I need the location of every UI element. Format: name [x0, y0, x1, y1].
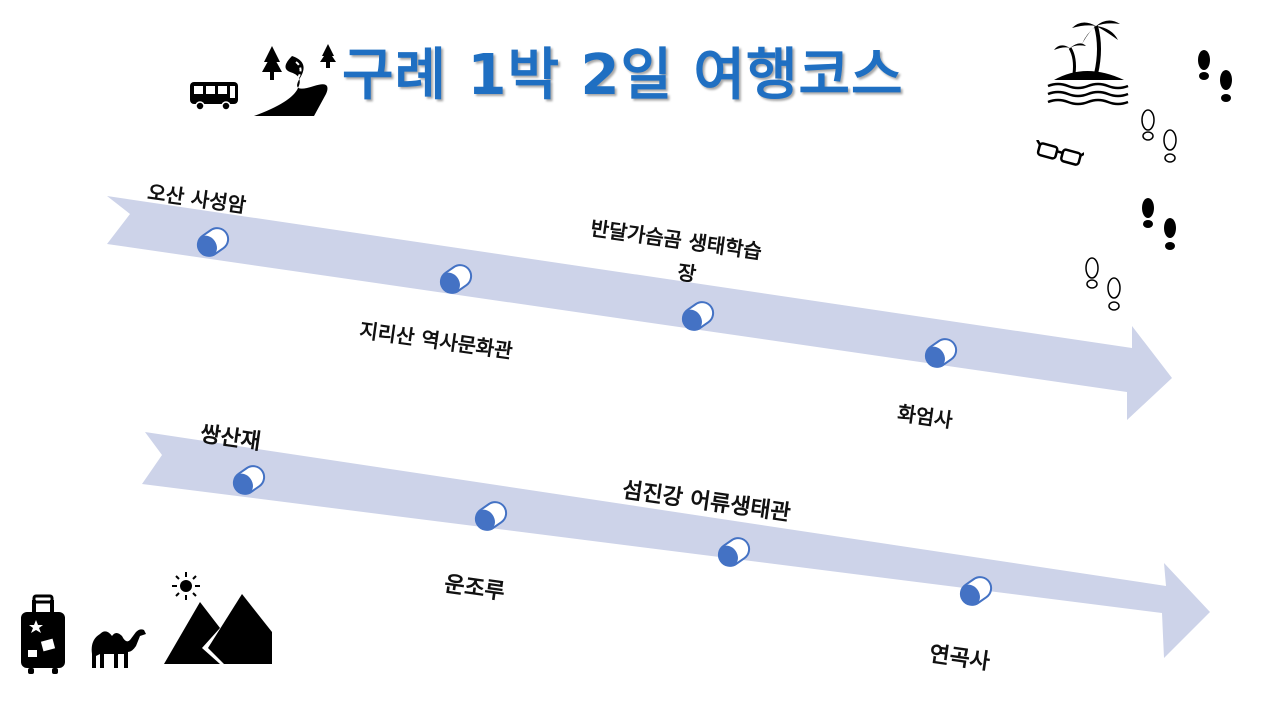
day2-node-3 [717, 537, 751, 567]
day2-node-1 [232, 465, 266, 495]
camel-icon [91, 629, 146, 668]
day1-arrow [107, 196, 1172, 420]
page-title: 구례 1박 2일 여행코스 [342, 43, 904, 108]
day1-node-3 [681, 301, 715, 331]
luggage-icon [21, 594, 65, 674]
footprints-icon [1085, 257, 1121, 311]
glasses-icon [1036, 140, 1084, 166]
day2-arrow [142, 432, 1210, 658]
mountain-icon [164, 594, 272, 664]
footprints-icon [1142, 198, 1176, 250]
day1-node-1 [196, 227, 230, 257]
footprints-icon [1141, 109, 1177, 163]
day2-node-4 [959, 576, 993, 606]
footprints-icon [1198, 50, 1232, 102]
road-icon [254, 44, 336, 116]
bus-icon [190, 82, 238, 111]
sun-icon [172, 572, 200, 600]
day2-node-2 [474, 501, 508, 531]
day1-node-2 [439, 264, 473, 294]
day1-node-4 [924, 338, 958, 368]
island-icon [1047, 20, 1129, 106]
